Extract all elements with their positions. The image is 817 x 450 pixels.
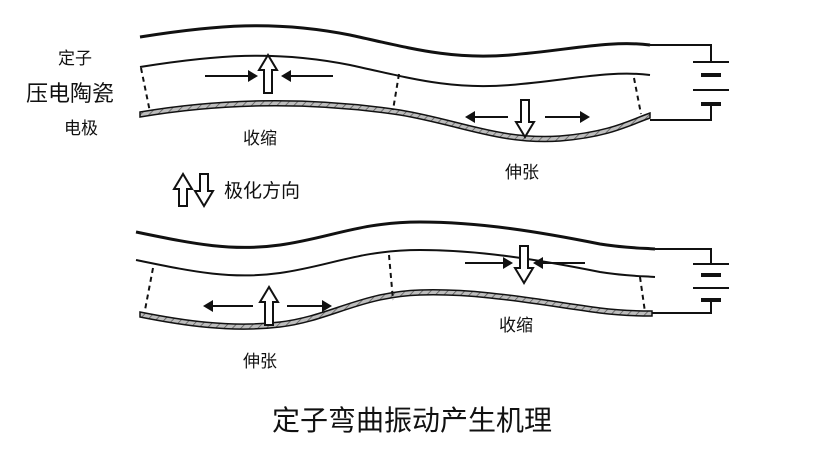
arrow-left-icon (533, 257, 543, 269)
label-bottom-stretch: 伸张 (243, 352, 277, 372)
bottom-assembly (135, 220, 729, 330)
top-assembly (139, 24, 729, 143)
arrow-right-icon (248, 70, 258, 82)
polarization-legend (172, 172, 215, 208)
top-electrode-strip (139, 99, 651, 143)
bottom-electrode-strip (139, 289, 653, 330)
top-divider-mid (392, 73, 400, 111)
diagram-caption: 定子弯曲振动产生机理 (272, 404, 552, 437)
top-stator-outline (139, 24, 651, 58)
hollow-arrow-down-icon (193, 173, 215, 208)
hollow-arrow-up-icon (172, 172, 194, 207)
label-bottom-contract: 收缩 (499, 316, 533, 336)
battery-icon (693, 61, 729, 106)
label-electrode: 电极 (64, 119, 98, 139)
hollow-arrow-up-icon (258, 285, 280, 326)
hollow-arrow-down-icon (514, 99, 536, 139)
battery-icon (693, 263, 729, 302)
bottom-contract-arrows (465, 245, 585, 285)
top-divider-right (633, 77, 642, 115)
arrow-right-icon (322, 300, 332, 312)
top-piezo-outline (139, 54, 651, 88)
top-circuit (650, 44, 729, 121)
top-divider-left (140, 67, 151, 113)
hollow-arrow-up-icon (257, 53, 279, 94)
arrow-left-icon (281, 70, 291, 82)
bottom-piezo-outline (135, 248, 656, 278)
bottom-divider-left (144, 267, 154, 311)
hollow-arrow-down-icon (513, 245, 535, 285)
top-stretch-arrows (465, 99, 590, 139)
top-contract-arrows (205, 53, 333, 94)
arrow-left-icon (203, 300, 213, 312)
bottom-stator-outline (135, 220, 656, 251)
bottom-divider-right (639, 276, 646, 313)
bottom-circuit (652, 248, 729, 314)
label-top-contract: 收缩 (243, 129, 277, 149)
arrow-right-icon (503, 257, 513, 269)
arrow-left-icon (465, 111, 475, 123)
bottom-stretch-arrows (203, 285, 332, 326)
label-top-stretch: 伸张 (505, 163, 539, 183)
label-stator: 定子 (58, 49, 92, 69)
arrow-right-icon (580, 111, 590, 123)
label-piezo-ceramic: 压电陶瓷 (26, 82, 114, 107)
bottom-divider-mid (388, 254, 394, 301)
label-polarization: 极化方向 (224, 180, 300, 202)
